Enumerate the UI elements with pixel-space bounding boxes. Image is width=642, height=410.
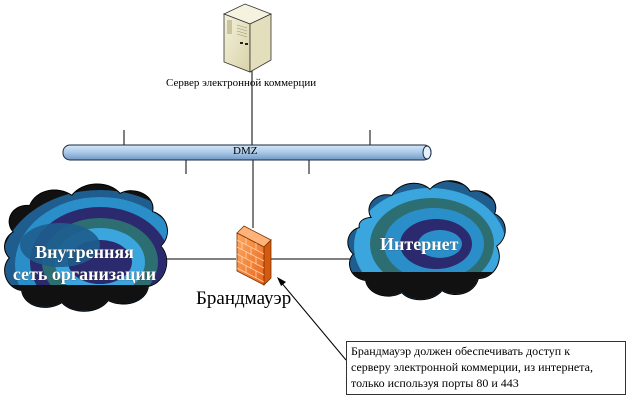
- internal-network-label: Внутренняя сеть организации: [2, 241, 167, 285]
- internet-label: Интернет: [380, 234, 459, 254]
- internal-network-label-line1: Внутренняя: [35, 242, 134, 262]
- internet-cloud: [347, 180, 506, 301]
- firewall-icon: [236, 225, 272, 286]
- firewall-label: Брандмауэр: [196, 288, 292, 309]
- note-line-1: Брандмауэр должен обеспечивать доступ к: [351, 344, 571, 358]
- server-label: Сервер электронной коммерции: [166, 77, 317, 89]
- note-line-3: только используя порты 80 и 443: [351, 376, 519, 390]
- callout-arrow: [277, 277, 347, 361]
- dmz-bus: [62, 144, 432, 161]
- dmz-label: DMZ: [233, 145, 258, 157]
- internal-network-label-line2: сеть организации: [12, 264, 157, 284]
- server-icon: [222, 3, 273, 73]
- callout-note: Брандмауэр должен обеспечивать доступ к …: [346, 341, 626, 395]
- note-line-2: серверу электронной коммерции, из интерн…: [351, 360, 593, 374]
